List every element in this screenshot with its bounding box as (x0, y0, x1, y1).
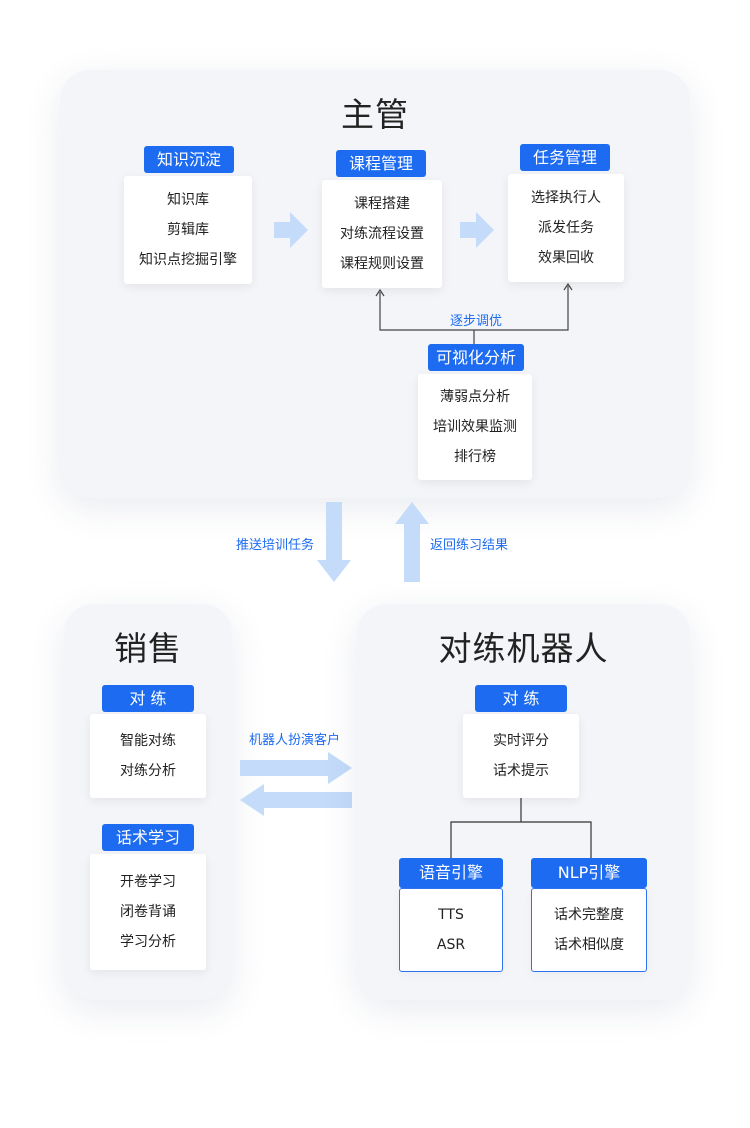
task-label: 任务管理 (520, 144, 610, 171)
sales-script-item: 学习分析 (120, 934, 176, 950)
analysis-card: 薄弱点分析 培训效果监测 排行榜 (418, 374, 532, 480)
knowledge-item: 剪辑库 (167, 222, 209, 238)
sales-practice-item: 智能对练 (120, 733, 176, 749)
speech-engine-item: TTS (438, 907, 464, 923)
course-item: 课程规则设置 (340, 256, 424, 272)
supervisor-panel: 主管 知识沉淀 知识库 剪辑库 知识点挖掘引擎 课程管理 课程搭建 对练流程设置… (60, 70, 690, 498)
nlp-engine-item: 话术完整度 (554, 907, 624, 923)
sales-practice-card: 智能对练 对练分析 (90, 714, 206, 798)
robot-practice-card: 实时评分 话术提示 (463, 714, 579, 798)
supervisor-title: 主管 (341, 95, 409, 134)
return-caption: 返回练习结果 (430, 538, 509, 553)
task-item: 效果回收 (538, 250, 594, 266)
sales-panel: 销售 对 练 智能对练 对练分析 话术学习 开卷学习 闭卷背诵 学习分析 (64, 604, 232, 1000)
push-down-arrow-icon (317, 502, 351, 582)
feedback-connector (375, 282, 573, 346)
course-card: 课程搭建 对练流程设置 课程规则设置 (322, 180, 442, 288)
robot-practice-label: 对 练 (475, 685, 567, 712)
speech-engine-label: 语音引擎 (399, 858, 503, 888)
speech-engine-item: ASR (436, 937, 466, 953)
engine-connector (450, 798, 592, 858)
knowledge-item: 知识点挖掘引擎 (139, 252, 237, 268)
knowledge-card: 知识库 剪辑库 知识点挖掘引擎 (124, 176, 252, 284)
analysis-item: 薄弱点分析 (440, 389, 510, 405)
nlp-engine-item: 话术相似度 (554, 937, 624, 953)
flow-arrow-right-icon (460, 212, 494, 248)
sales-script-item: 闭卷背诵 (120, 904, 176, 920)
robot-panel: 对练机器人 对 练 实时评分 话术提示 语音引擎 TTS ASR NLP引擎 话… (357, 604, 690, 1000)
sales-script-item: 开卷学习 (120, 874, 176, 890)
return-up-arrow-icon (395, 502, 429, 582)
push-caption: 推送培训任务 (236, 538, 315, 553)
robot-title: 对练机器人 (438, 629, 609, 668)
roleplay-caption: 机器人扮演客户 (249, 733, 341, 748)
roleplay-left-arrow-icon (240, 784, 352, 816)
optimize-caption: 逐步调优 (446, 310, 506, 329)
analysis-item: 排行榜 (454, 449, 496, 465)
task-card: 选择执行人 派发任务 效果回收 (508, 174, 624, 282)
analysis-item: 培训效果监测 (433, 419, 517, 435)
nlp-engine-label: NLP引擎 (531, 858, 647, 888)
course-label: 课程管理 (336, 150, 426, 177)
robot-practice-item: 话术提示 (493, 763, 549, 779)
task-item: 派发任务 (538, 220, 594, 236)
sales-practice-label: 对 练 (102, 685, 194, 712)
sales-script-card: 开卷学习 闭卷背诵 学习分析 (90, 854, 206, 970)
sales-practice-item: 对练分析 (120, 763, 176, 779)
roleplay-right-arrow-icon (240, 752, 352, 784)
nlp-engine-card: 话术完整度 话术相似度 (531, 888, 647, 972)
analysis-label: 可视化分析 (428, 344, 524, 371)
knowledge-label: 知识沉淀 (144, 146, 234, 173)
course-item: 对练流程设置 (340, 226, 424, 242)
course-item: 课程搭建 (354, 196, 410, 212)
sales-script-label: 话术学习 (102, 824, 194, 851)
robot-practice-item: 实时评分 (493, 733, 549, 749)
task-item: 选择执行人 (531, 190, 601, 206)
flow-arrow-right-icon (274, 212, 308, 248)
sales-title: 销售 (114, 629, 182, 668)
knowledge-item: 知识库 (167, 192, 209, 208)
speech-engine-card: TTS ASR (399, 888, 503, 972)
